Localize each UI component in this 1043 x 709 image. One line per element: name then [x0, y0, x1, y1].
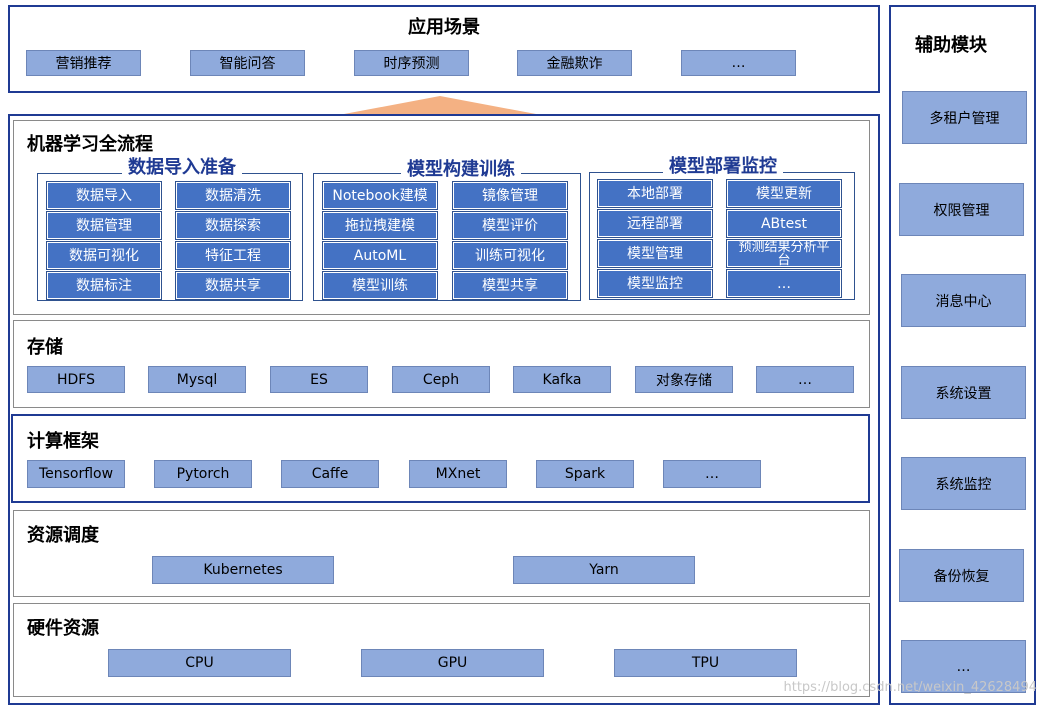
storage-title: 存储: [27, 337, 63, 358]
ml-pipeline-title: 机器学习全流程: [27, 134, 153, 155]
framework-caffe: Caffe: [281, 460, 379, 488]
watermark: https://blog.csdn.net/weixin_42628494: [783, 680, 1037, 695]
scenario-qa: 智能问答: [190, 50, 305, 76]
hardware-cpu: CPU: [108, 649, 291, 677]
framework-mxnet: MXnet: [409, 460, 507, 488]
abtest: ABtest: [726, 209, 842, 238]
data-visualize: 数据可视化: [46, 241, 162, 270]
app-scenarios-panel: 应用场景 营销推荐 智能问答 时序预测 金融欺诈 …: [8, 5, 880, 93]
aux-title: 辅助模块: [915, 35, 987, 56]
model-train-title: 模型构建训练: [401, 159, 521, 181]
aux-system-settings: 系统设置: [901, 366, 1026, 419]
storage-more: …: [756, 366, 854, 393]
storage-ceph: Ceph: [392, 366, 490, 393]
storage-hdfs: HDFS: [27, 366, 125, 393]
scenario-fraud: 金融欺诈: [517, 50, 632, 76]
framework-tensorflow: Tensorflow: [27, 460, 125, 488]
remote-deploy: 远程部署: [597, 209, 713, 238]
model-deploy-title: 模型部署监控: [663, 156, 783, 178]
hardware-gpu: GPU: [361, 649, 544, 677]
feature-engineering: 特征工程: [175, 241, 291, 270]
aux-permissions: 权限管理: [899, 183, 1024, 236]
scheduler-kubernetes: Kubernetes: [152, 556, 334, 584]
deploy-more: …: [726, 269, 842, 298]
training-visualization: 训练可视化: [452, 241, 568, 270]
aux-backup-restore: 备份恢复: [899, 549, 1024, 602]
data-explore: 数据探索: [175, 211, 291, 240]
model-update: 模型更新: [726, 179, 842, 208]
model-management: 模型管理: [597, 239, 713, 268]
data-manage: 数据管理: [46, 211, 162, 240]
prediction-analysis-platform: 预测结果分析平台: [726, 239, 842, 268]
framework-spark: Spark: [536, 460, 634, 488]
aux-message-center: 消息中心: [901, 274, 1026, 327]
app-scenarios-title: 应用场景: [408, 17, 480, 38]
model-evaluation: 模型评价: [452, 211, 568, 240]
image-management: 镜像管理: [452, 181, 568, 210]
scenario-forecast: 时序预测: [354, 50, 469, 76]
storage-panel: 存储: [13, 320, 870, 408]
aux-more: …: [901, 640, 1026, 693]
data-label: 数据标注: [46, 271, 162, 300]
compute-panel: 计算框架: [11, 414, 870, 503]
model-training: 模型训练: [322, 271, 438, 300]
storage-object: 对象存储: [635, 366, 733, 393]
hardware-tpu: TPU: [614, 649, 797, 677]
data-clean: 数据清洗: [175, 181, 291, 210]
aux-panel: 辅助模块: [889, 5, 1036, 705]
data-share: 数据共享: [175, 271, 291, 300]
framework-more: …: [663, 460, 761, 488]
notebook-modeling: Notebook建模: [322, 181, 438, 210]
up-arrow-icon: [344, 96, 536, 114]
model-monitoring: 模型监控: [597, 269, 713, 298]
storage-kafka: Kafka: [513, 366, 611, 393]
aux-multitenant: 多租户管理: [902, 91, 1027, 144]
drag-drop-modeling: 拖拉拽建模: [322, 211, 438, 240]
automl: AutoML: [322, 241, 438, 270]
scheduling-panel: 资源调度: [13, 510, 870, 597]
local-deploy: 本地部署: [597, 179, 713, 208]
data-prep-title: 数据导入准备: [122, 157, 242, 179]
compute-title: 计算框架: [27, 431, 99, 452]
data-import: 数据导入: [46, 181, 162, 210]
hardware-panel: 硬件资源: [13, 603, 870, 697]
storage-es: ES: [270, 366, 368, 393]
ml-pipeline-panel: 机器学习全流程: [13, 120, 870, 315]
platform-frame: [8, 114, 880, 705]
hardware-title: 硬件资源: [27, 618, 99, 639]
model-share: 模型共享: [452, 271, 568, 300]
scheduler-yarn: Yarn: [513, 556, 695, 584]
storage-mysql: Mysql: [148, 366, 246, 393]
scenario-more: …: [681, 50, 796, 76]
scheduling-title: 资源调度: [27, 525, 99, 546]
aux-system-monitor: 系统监控: [901, 457, 1026, 510]
framework-pytorch: Pytorch: [154, 460, 252, 488]
scenario-marketing: 营销推荐: [26, 50, 141, 76]
